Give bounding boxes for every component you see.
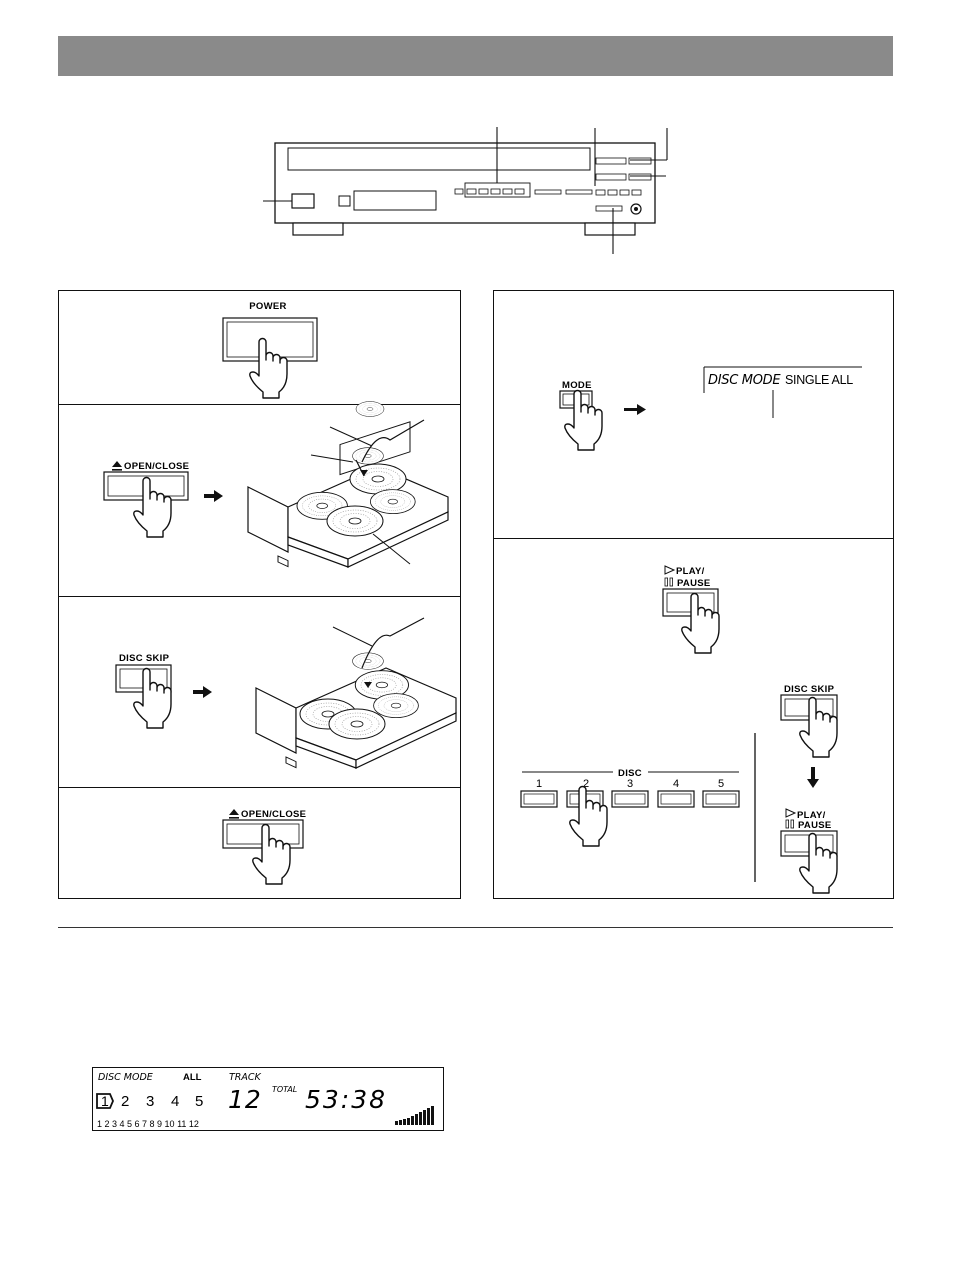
arrow-right-icon — [624, 404, 646, 415]
lcd-current-disc: 1 — [101, 1093, 109, 1109]
disc-number-4: 4 — [673, 778, 679, 790]
play-label: PLAY/ — [676, 566, 705, 577]
lcd-track-number: 12 — [228, 1085, 262, 1114]
lcd-disc-4: 4 — [171, 1093, 179, 1110]
play-label-2: PLAY/ — [797, 810, 826, 821]
lcd-disc-2: 2 — [121, 1093, 129, 1110]
arrow-down-icon — [807, 767, 819, 788]
power-step: POWER — [222, 301, 318, 399]
lcd-current-disc-marker — [96, 1093, 114, 1109]
lcd-all: ALL — [183, 1072, 202, 1083]
right-steps-panel — [493, 290, 894, 899]
disc-button-5[interactable] — [702, 790, 740, 808]
disc-button-3[interactable] — [611, 790, 649, 808]
lcd-display: DISC MODE ALL TRACK 1 2 3 4 5 12 TOTAL 5… — [92, 1067, 444, 1131]
disc-select-group: DISC 1 2 3 4 5 — [520, 768, 740, 847]
lcd-disc-5: 5 — [195, 1093, 203, 1110]
open-close-label: OPEN/CLOSE — [124, 461, 189, 472]
play-triangle-icon — [664, 565, 676, 575]
cd-player-front — [263, 127, 668, 254]
disc-skip-step: DISC SKIP — [115, 617, 457, 769]
pause-bars-icon — [785, 819, 794, 829]
mode-label: MODE — [562, 380, 592, 391]
disc-number-2: 2 — [583, 778, 589, 790]
disc-number-1: 1 — [536, 778, 542, 790]
disc-number-3: 3 — [627, 778, 633, 790]
arrow-right-icon — [204, 490, 223, 502]
lcd-disc-3: 3 — [146, 1093, 154, 1110]
left-steps-panel — [58, 290, 461, 899]
disc-button-4[interactable] — [657, 790, 695, 808]
mode-step: MODE DISC MODE SINGLE ALL — [559, 366, 862, 451]
lcd-total-time: 53:38 — [305, 1085, 387, 1114]
header-bar — [58, 36, 893, 76]
pause-label: PAUSE — [677, 578, 711, 589]
section-divider — [58, 927, 893, 928]
pause-label-2: PAUSE — [798, 820, 832, 831]
open-close-label-2: OPEN/CLOSE — [241, 809, 306, 820]
skip-play-sequence: DISC SKIP PLAY/ PAUSE — [780, 684, 838, 894]
lcd-track-label: TRACK — [229, 1072, 262, 1083]
arrow-right-icon — [193, 686, 212, 698]
lcd-track-numbers: 1 2 3 4 5 6 7 8 9 10 11 12 — [97, 1119, 199, 1129]
lcd-disc-mode: DISC MODE — [98, 1072, 153, 1083]
disc-group-title: DISC — [618, 768, 642, 779]
close-step: OPEN/CLOSE — [222, 809, 306, 885]
disc-number-5: 5 — [718, 778, 724, 790]
lcd-total-label: TOTAL — [272, 1085, 297, 1094]
open-close-step: OPEN/CLOSE — [103, 401, 449, 568]
mode-display-left: DISC MODE — [708, 373, 781, 388]
play-pause-step: PLAY/ PAUSE — [662, 565, 720, 654]
play-triangle-icon — [785, 808, 797, 818]
lcd-level-meter — [395, 1106, 434, 1125]
eject-icon — [229, 809, 239, 819]
power-label: POWER — [249, 301, 286, 312]
cd-tray-illustration — [247, 401, 449, 568]
disc-button-1[interactable] — [520, 790, 558, 808]
cd-tray-illustration — [255, 617, 457, 769]
eject-icon — [112, 461, 122, 471]
disc-skip-label: DISC SKIP — [119, 653, 170, 664]
mode-display-right: SINGLE ALL — [785, 373, 853, 387]
disc-skip-label-2: DISC SKIP — [784, 684, 835, 695]
pause-bars-icon — [664, 577, 673, 587]
